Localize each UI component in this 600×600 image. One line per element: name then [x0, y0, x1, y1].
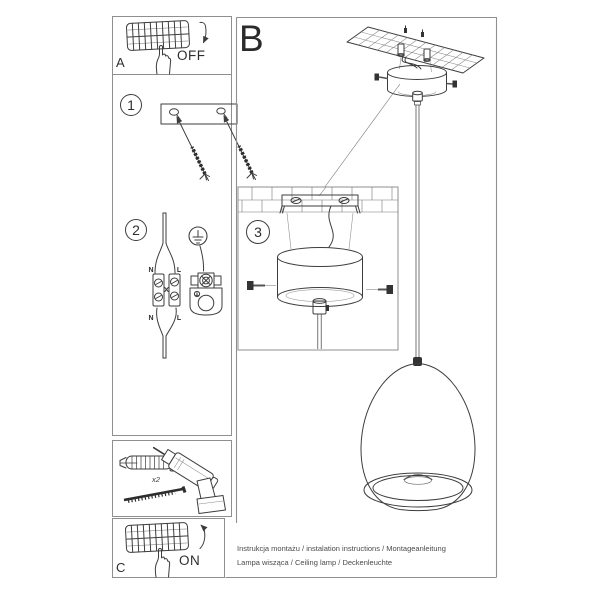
panel-b-frame — [225, 16, 498, 579]
fusebox-drawing — [126, 20, 190, 51]
step-2-badge — [125, 219, 147, 241]
lamp-cable-drawing — [156, 307, 177, 359]
off-label: OFF — [177, 48, 206, 63]
tools-drawing: x2 — [119, 446, 226, 514]
panel-tools: x2 — [112, 440, 232, 517]
panel-power-on: C ON — [112, 518, 225, 578]
footer-line-1: Instrukcja montażu / instalation instruc… — [237, 544, 446, 553]
footer-text: Instrukcja montażu / instalation instruc… — [237, 542, 446, 569]
screw-drawing — [123, 486, 187, 503]
inset-wire — [328, 205, 334, 248]
ceiling-plate-drawing — [346, 25, 485, 74]
wire-label-n-bottom: N — [148, 315, 153, 322]
fusebox-on-drawing — [125, 522, 208, 578]
bulb-socket — [404, 476, 432, 485]
screw-anchor-left — [176, 116, 210, 181]
step-3-badge — [246, 220, 270, 244]
ground-terminal-drawing — [189, 272, 223, 316]
inset-cord-grip — [312, 298, 329, 349]
panel-power-off: A OFF — [112, 16, 232, 75]
hand-icon — [154, 548, 171, 578]
canopy-drawing — [374, 65, 457, 106]
ground-symbol-icon — [188, 226, 208, 246]
canopy-wire-2 — [404, 56, 418, 69]
cable-connector — [413, 357, 422, 366]
step-2-number: 2 — [132, 222, 140, 238]
hand-icon — [155, 45, 172, 75]
detail-pointer-line — [318, 83, 401, 196]
step-3-inset: 3 — [237, 186, 399, 351]
screw-anchor-right — [223, 115, 257, 180]
panel-c-label: C — [116, 560, 126, 575]
inset-side-screws — [247, 281, 393, 294]
arrow-up-icon — [199, 524, 208, 549]
panel-steps-1-2: 1 — [112, 75, 257, 436]
step-3-number: 3 — [254, 224, 262, 240]
steps-drawing: 1 — [120, 94, 257, 359]
supply-cable-drawing — [154, 212, 176, 274]
footer-line-2: Lampa wisząca / Ceiling lamp / Deckenleu… — [237, 557, 393, 567]
shade-rim — [363, 472, 473, 508]
terminal-block-drawing — [152, 273, 181, 307]
wire-label-l-bottom: L — [177, 315, 182, 322]
fusebox-drawing — [125, 522, 189, 553]
step-1-number: 1 — [127, 97, 135, 113]
anchor-count-label: x2 — [151, 475, 161, 484]
cable-bushings — [397, 43, 431, 62]
plate-screws — [404, 25, 424, 37]
panel-a-label: A — [116, 55, 125, 70]
drill-drawing — [152, 446, 226, 514]
ground-wire — [199, 245, 205, 272]
panel-b-label: B — [239, 18, 264, 59]
wire-label-n-top: N — [148, 267, 153, 274]
pendant-cable — [415, 105, 420, 358]
on-label: ON — [179, 553, 201, 568]
bulb-dome — [403, 474, 433, 480]
arrow-down-icon — [199, 21, 209, 44]
step-2-drawing: 2 N L — [125, 212, 223, 359]
step-1-badge — [120, 94, 142, 116]
canopy-side-screws — [374, 73, 457, 88]
step-1-drawing: 1 — [120, 94, 257, 181]
fusebox-off-drawing — [126, 20, 209, 75]
cord-grip — [412, 90, 423, 106]
ceiling-bracket-drawing — [279, 194, 361, 214]
wire-label-l-top: L — [177, 267, 182, 274]
shade-inner-ring — [372, 475, 464, 501]
lamp-shade-drawing — [360, 357, 476, 512]
